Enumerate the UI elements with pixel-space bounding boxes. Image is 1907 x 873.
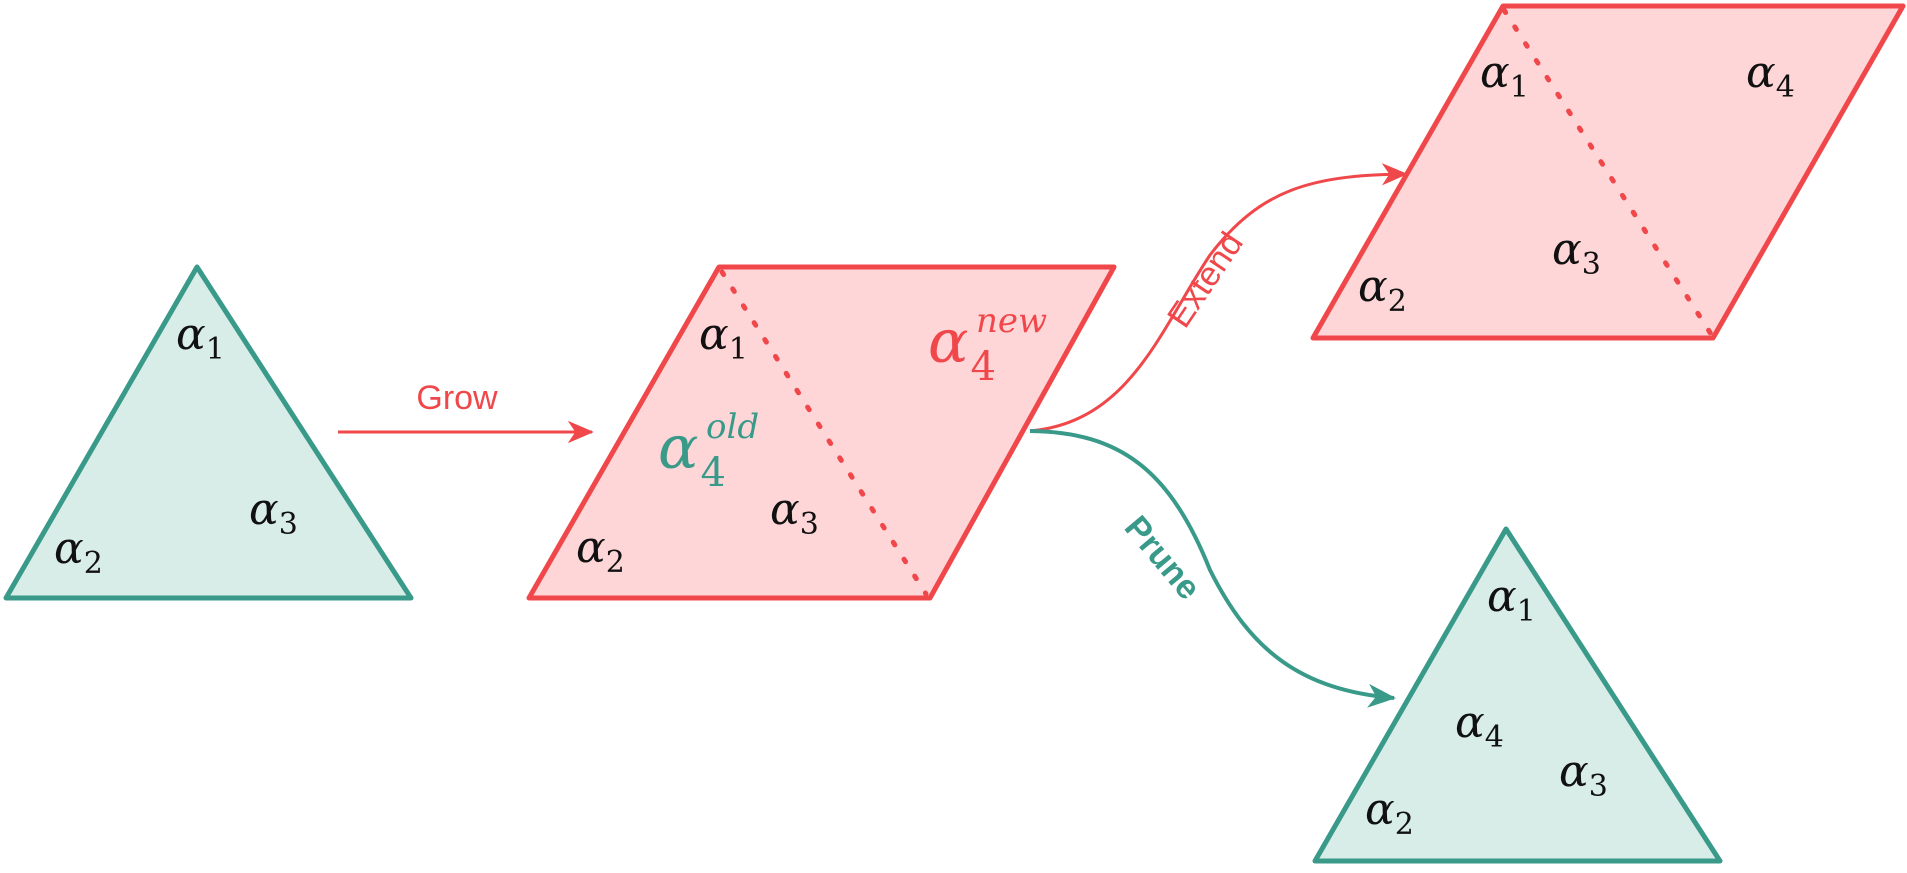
- alpha2-label: α2: [1358, 261, 1407, 319]
- triangle-initial: α1 α2 α3: [3, 264, 414, 601]
- alpha2-label: α2: [576, 522, 625, 580]
- alpha1-label: α1: [699, 309, 748, 367]
- parallelogram-extended-shape: [1310, 3, 1906, 341]
- triangle-pruned-shape: [1312, 526, 1723, 864]
- alpha2-label: α2: [1365, 784, 1414, 842]
- triangle-initial-shape: [3, 264, 414, 601]
- alpha4-label: α4: [1455, 697, 1504, 755]
- alpha3-label: α3: [1559, 746, 1608, 804]
- alpha4-old-label: α4old: [658, 407, 759, 496]
- prune-arrow: Prune: [1029, 429, 1396, 708]
- alpha2-label: α2: [54, 523, 103, 581]
- alpha1-label: α1: [1480, 47, 1529, 105]
- dotted-divider: [1501, 7, 1714, 337]
- alpha4-new-label: α4new: [928, 301, 1047, 390]
- alpha4-label: α4: [1746, 47, 1795, 105]
- alpha3-label: α3: [249, 484, 298, 542]
- alpha3-label: α3: [770, 484, 819, 542]
- alpha1-label: α1: [1487, 571, 1536, 629]
- parallelogram-extended: α1 α2 α3 α4: [1310, 3, 1906, 341]
- alpha1-label: α1: [176, 309, 225, 367]
- grow-label: Grow: [416, 379, 498, 417]
- extend-arrow-path: [1029, 163, 1408, 433]
- triangle-pruned: α1 α2 α3 α4: [1312, 526, 1723, 864]
- grow-arrow: Grow: [338, 379, 594, 444]
- parallelogram-grown-shape: [526, 264, 1117, 601]
- parallelogram-grown: α1 α2 α3 α4new α4old: [526, 264, 1117, 601]
- alpha3-label: α3: [1552, 224, 1601, 282]
- dotted-divider: [719, 269, 929, 597]
- prune-arrow-path: [1029, 429, 1396, 708]
- prune-label: Prune: [1117, 509, 1208, 607]
- extend-label: Extend: [1160, 225, 1251, 334]
